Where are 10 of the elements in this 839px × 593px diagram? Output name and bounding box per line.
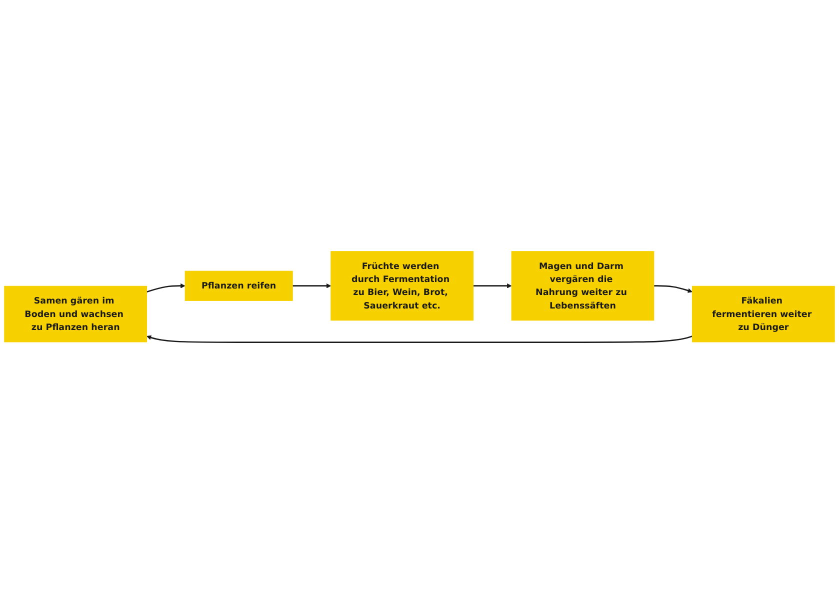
arrow — [146, 283, 186, 292]
arrow — [146, 334, 692, 343]
arrow — [473, 283, 512, 288]
node-box: Fäkalien fermentieren weiter zu Dünger — [692, 286, 835, 342]
arrow — [292, 283, 332, 288]
node-box: Früchte werden durch Fermentation zu Bier, Wein, Brot, Sauerkraut etc. — [330, 250, 474, 320]
node-box: Samen gären im Boden und wachsen zu Pflanzen heran — [4, 286, 148, 342]
arrow — [654, 284, 692, 293]
node-box: Pflanzen reifen — [184, 270, 293, 301]
node-box: Magen und Darm vergären die Nahrung weiter zu Lebenssäften — [511, 250, 654, 320]
